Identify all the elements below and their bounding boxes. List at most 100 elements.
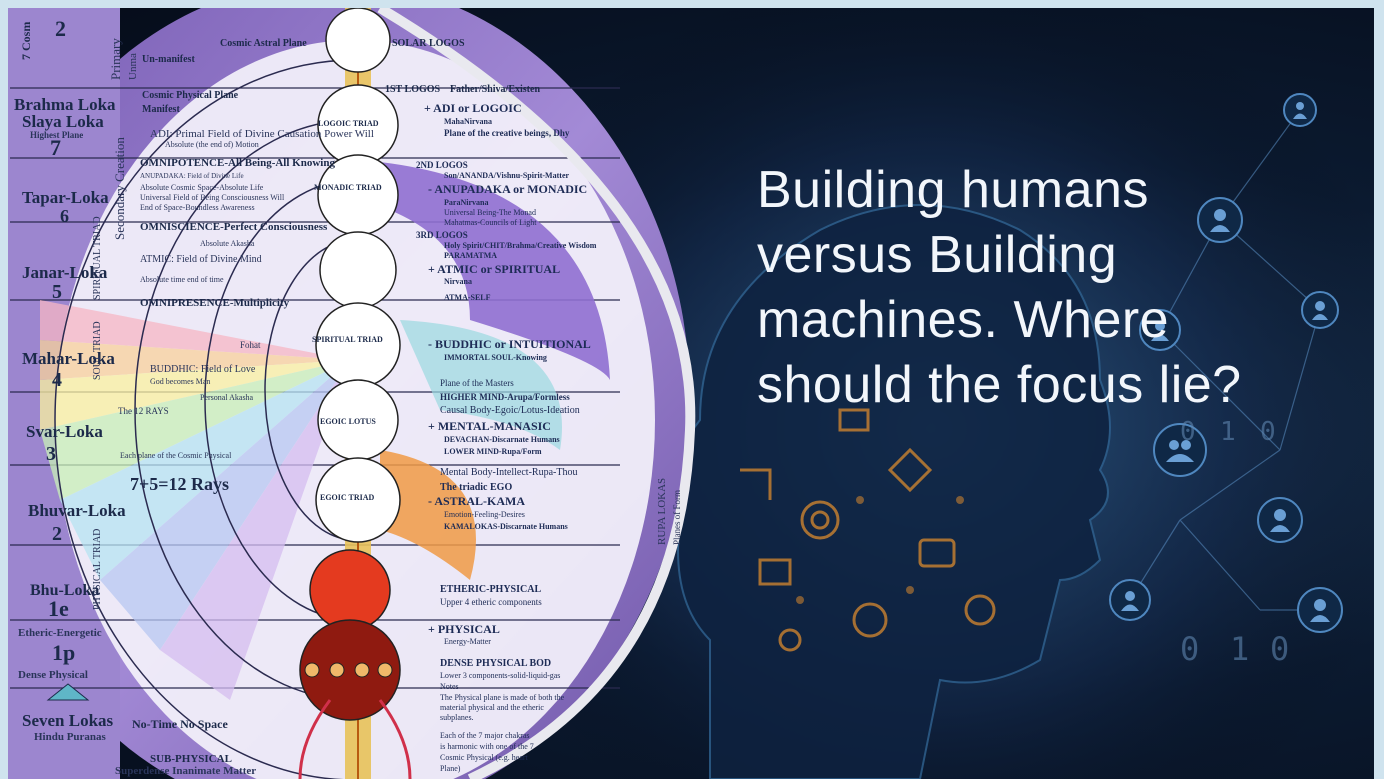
svg-text:Each of the 7 major chakras: Each of the 7 major chakras [440,731,530,740]
svg-text:OMNISCIENCE-Perfect Consciousn: OMNISCIENCE-Perfect Consciousness [140,221,328,233]
svg-text:The 12 RAYS: The 12 RAYS [118,406,169,416]
svg-text:PARAMATMA: PARAMATMA [444,251,497,260]
svg-text:EGOIC TRIAD: EGOIC TRIAD [320,493,375,502]
svg-text:ATMA-SELF: ATMA-SELF [444,293,491,302]
bottom-left-labels: Seven Lokas Hindu Puranas No-Time No Spa… [22,711,256,777]
svg-text:Planes of Form: Planes of Form [672,490,682,545]
svg-text:6: 6 [60,206,69,226]
svg-text:KAMALOKAS-Discarnate Humans: KAMALOKAS-Discarnate Humans [444,522,568,531]
svg-text:DENSE PHYSICAL BOD: DENSE PHYSICAL BOD [440,658,551,669]
svg-text:DEVACHAN-Discarnate Humans: DEVACHAN-Discarnate Humans [444,435,560,444]
svg-text:ADI: Primal Field of Divine Ca: ADI: Primal Field of Divine Causation Po… [150,128,374,140]
svg-text:IMMORTAL SOUL-Knowing: IMMORTAL SOUL-Knowing [444,353,547,362]
svg-text:RUPA LOKAS: RUPA LOKAS [656,478,668,545]
svg-text:0: 0 [1260,417,1276,447]
svg-text:Unma: Unma [127,53,139,80]
svg-text:Plane of the Masters: Plane of the Masters [440,378,514,388]
svg-text:material physical and the ethe: material physical and the etheric [440,703,544,712]
svg-text:5: 5 [52,281,62,303]
svg-text:The triadic EGO: The triadic EGO [440,482,512,493]
svg-text:Secondary Creation: Secondary Creation [112,137,127,240]
svg-text:- BUDDHIC or INTUITIONAL: - BUDDHIC or INTUITIONAL [428,337,591,351]
svg-text:Janar-Loka: Janar-Loka [22,263,108,282]
svg-text:Cosmic Astral Plane: Cosmic Astral Plane [220,38,307,49]
svg-text:SOLAR LOGOS: SOLAR LOGOS [392,38,465,49]
svg-text:Dense Physical: Dense Physical [18,669,88,681]
svg-text:SPIRITUAL TRIAD: SPIRITUAL TRIAD [92,216,103,300]
svg-text:3RD LOGOS: 3RD LOGOS [416,230,468,240]
svg-text:Un-manifest: Un-manifest [142,54,195,65]
svg-text:Upper 4 etheric components: Upper 4 etheric components [440,597,542,607]
svg-text:Emotion-Feeling-Desires: Emotion-Feeling-Desires [444,510,525,519]
svg-text:Cosmic Physical (e.g. heart: Cosmic Physical (e.g. heart [440,753,529,762]
svg-text:+ PHYSICAL: + PHYSICAL [428,622,500,636]
svg-text:Holy Spirit/CHIT/Brahma/Creati: Holy Spirit/CHIT/Brahma/Creative Wisdom [444,241,597,250]
tech-head-background-image: 0 1 0 0 1 0 [560,0,1384,779]
svg-text:Nirvana: Nirvana [444,277,472,286]
svg-text:Seven Lokas: Seven Lokas [22,711,114,730]
slide-title: Building humans versus Building machines… [757,161,1242,414]
svg-text:Each plane of the Cosmic Physi: Each plane of the Cosmic Physical [120,451,232,460]
svg-text:Svar-Loka: Svar-Loka [26,422,103,441]
triangle-icon [46,683,90,701]
svg-text:MONADIC TRIAD: MONADIC TRIAD [314,183,382,192]
svg-text:Mahar-Loka: Mahar-Loka [22,349,115,368]
svg-text:Universal Field of Being Consc: Universal Field of Being Consciousness W… [140,193,285,202]
svg-text:Causal Body-Egoic/Lotus-Ideati: Causal Body-Egoic/Lotus-Ideation [440,405,580,416]
svg-text:Highest Plane: Highest Plane [30,130,83,140]
svg-text:Superdense Inanimate Matter: Superdense Inanimate Matter [115,765,256,777]
svg-text:Lower 3 components-solid-liqui: Lower 3 components-solid-liquid-gas [440,671,560,680]
svg-text:Father/Shiva/Existen: Father/Shiva/Existen [450,84,540,95]
left-loka-labels: 2 7 Cosm Brahma Loka Slaya Loka Highest … [14,16,126,681]
svg-text:0: 0 [1180,417,1196,447]
svg-text:Brahma Loka: Brahma Loka [14,95,116,114]
svg-text:subplanes.: subplanes. [440,713,474,722]
svg-text:4: 4 [52,369,62,391]
svg-text:Fohat: Fohat [240,340,261,350]
inner-labels: ADI: Primal Field of Divine Causation Po… [118,119,383,502]
svg-text:Hindu Puranas: Hindu Puranas [34,731,107,743]
window-top-border [0,0,1384,8]
svg-text:The Physical plane is made of: The Physical plane is made of both the [440,693,565,702]
svg-text:Slaya Loka: Slaya Loka [22,112,104,131]
svg-text:Mental Body-Intellect-Rupa-Tho: Mental Body-Intellect-Rupa-Thou [440,467,577,478]
svg-text:Absolute (the end of) Motion: Absolute (the end of) Motion [165,140,259,149]
svg-text:Cosmic Physical Plane: Cosmic Physical Plane [142,90,239,101]
svg-text:2: 2 [55,16,66,41]
svg-text:7: 7 [50,135,61,160]
svg-text:+ ATMIC or SPIRITUAL: + ATMIC or SPIRITUAL [428,262,560,276]
svg-text:God becomes Man: God becomes Man [150,377,210,386]
svg-text:OMNIPRESENCE-Multiplicity: OMNIPRESENCE-Multiplicity [140,297,290,309]
user-node-icons [1109,93,1343,633]
svg-text:Tapar-Loka: Tapar-Loka [22,188,109,207]
right-plane-labels: + ADI or LOGOIC MahaNirvana Plane of the… [416,101,597,773]
svg-text:LOGOIC TRIAD: LOGOIC TRIAD [318,119,379,128]
svg-text:EGOIC LOTUS: EGOIC LOTUS [320,417,376,426]
svg-text:2ND LOGOS: 2ND LOGOS [416,160,468,170]
svg-text:0: 0 [1270,630,1289,668]
svg-text:SPIRITUAL TRIAD: SPIRITUAL TRIAD [312,335,383,344]
svg-text:Primary: Primary [108,38,123,80]
svg-text:is harmonic with one of the 7: is harmonic with one of the 7 [440,742,534,751]
svg-text:7 Cosm: 7 Cosm [19,22,33,60]
svg-text:1p: 1p [52,640,75,665]
svg-text:1: 1 [1230,630,1249,668]
svg-text:Energy-Matter: Energy-Matter [444,637,491,646]
svg-text:+ MENTAL-MANASIC: + MENTAL-MANASIC [428,419,551,433]
svg-text:+ ADI or LOGOIC: + ADI or LOGOIC [424,101,522,115]
svg-text:Mahatmas-Councils of Light: Mahatmas-Councils of Light [444,218,537,227]
svg-text:ETHERIC-PHYSICAL: ETHERIC-PHYSICAL [440,584,541,595]
svg-text:Personal Akasha: Personal Akasha [200,393,254,402]
svg-text:End of Space-Boundless Awarene: End of Space-Boundless Awareness [140,203,255,212]
svg-text:Son/ANANDA/Vishnu-Spirit-Matte: Son/ANANDA/Vishnu-Spirit-Matter [444,171,569,180]
seven-lokas-planes-diagram-image: 2 7 Cosm Brahma Loka Slaya Loka Highest … [0,0,696,779]
svg-text:Absolute Cosmic Space-Absolute: Absolute Cosmic Space-Absolute Life [140,183,264,192]
svg-text:OMNIPOTENCE-All Being-All Know: OMNIPOTENCE-All Being-All Knowing [140,157,335,169]
svg-text:No-Time No Space: No-Time No Space [132,717,228,731]
svg-text:Plane of the creative beings,: Plane of the creative beings, Dhy [444,128,570,138]
svg-text:Etheric-Energetic: Etheric-Energetic [18,627,102,639]
svg-text:Bhu-Loka: Bhu-Loka [30,582,99,599]
svg-text:ParaNirvana: ParaNirvana [444,198,488,207]
svg-text:7+5=12 Rays: 7+5=12 Rays [130,474,229,494]
